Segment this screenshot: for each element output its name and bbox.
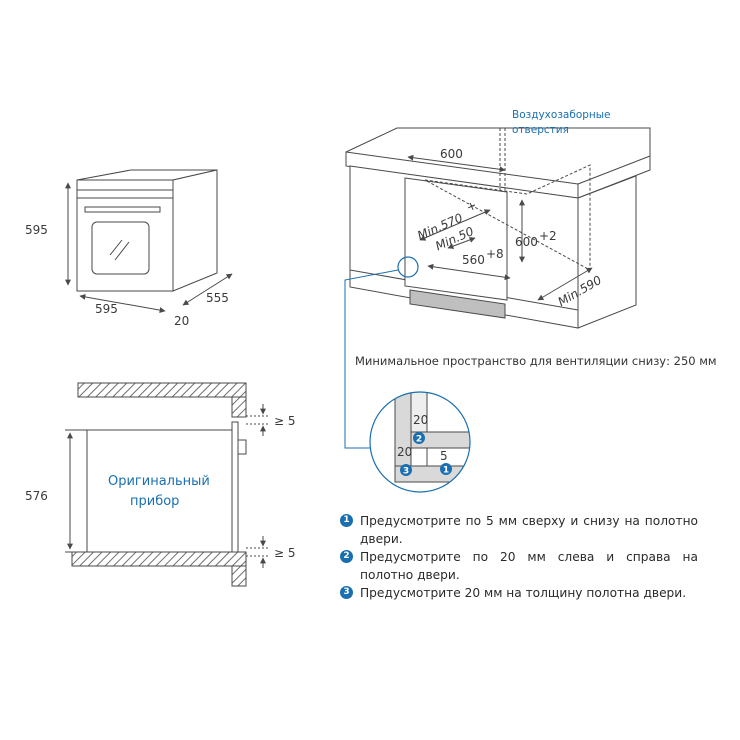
detail-badge-2 <box>413 432 425 444</box>
vent-slot <box>409 289 506 319</box>
appliance-label-line1: Оригинальный <box>108 474 210 489</box>
svg-text:3: 3 <box>403 467 409 477</box>
oven-3d-view <box>76 169 218 292</box>
top-block <box>231 396 247 418</box>
note-item-3: 3 Предусмотрите 20 мм на толщину полотна… <box>340 584 698 602</box>
oven-side <box>172 169 218 292</box>
note-text-2: Предусмотрите по 20 мм слева и справа на… <box>360 550 698 582</box>
air-intake-label-line1: Воздухозаборные <box>512 109 611 121</box>
cabinet-side <box>577 175 637 329</box>
cabinet-3d-view <box>345 127 651 329</box>
detail-20-top: 20 <box>413 413 428 427</box>
niche-back <box>424 164 591 271</box>
oven-dimensions <box>65 182 233 314</box>
gap-top-label: ≥ 5 <box>274 414 296 428</box>
note-item-2: 2 Предусмотрите по 20 мм слева и справа … <box>340 548 698 584</box>
svg-text:2: 2 <box>416 435 422 445</box>
oven-door-label: 20 <box>174 314 189 328</box>
ventilation-note: Минимальное пространство для вентиляции … <box>355 354 717 368</box>
side-dimensions <box>65 404 266 568</box>
detail-badge-1 <box>440 463 452 475</box>
bottom-block <box>231 565 247 587</box>
detail-5: 5 <box>440 449 448 463</box>
side-view <box>71 382 270 587</box>
note-text-3: Предусмотрите 20 мм на толщину полотна д… <box>360 586 687 600</box>
gap-bottom-label: ≥ 5 <box>274 546 296 560</box>
notes-list: 1 Предусмотрите по 5 мм сверху и снизу н… <box>340 512 698 602</box>
appliance-door <box>231 421 239 553</box>
oven-handle <box>84 206 161 213</box>
appliance-body <box>86 429 233 553</box>
detail-badge-3 <box>400 464 412 476</box>
oven-depth-label: 555 <box>206 291 229 305</box>
note-badge-3: 3 <box>340 586 353 599</box>
detail-leader-line <box>344 269 399 449</box>
note-text-1: Предусмотрите по 5 мм сверху и снизу на … <box>360 514 698 546</box>
appliance-handle <box>237 439 247 455</box>
oven-width-label: 595 <box>95 302 118 316</box>
note-item-1: 1 Предусмотрите по 5 мм сверху и снизу н… <box>340 512 698 548</box>
oven-window <box>91 221 150 275</box>
note-badge-2: 2 <box>340 550 353 563</box>
note-badge-1: 1 <box>340 514 353 527</box>
side-height-label: 576 <box>25 489 48 503</box>
inner-width-label: 560 <box>462 253 485 267</box>
bottom-shelf <box>71 551 247 567</box>
niche-height-sup: +2 <box>539 229 557 243</box>
detail-20-left: 20 <box>397 445 412 459</box>
oven-height-label: 595 <box>25 223 48 237</box>
inner-width-sup: +8 <box>486 247 504 261</box>
svg-text:1: 1 <box>443 466 449 476</box>
appliance-label-line2: прибор <box>130 494 179 509</box>
top-shelf <box>77 382 247 398</box>
air-intake-label-line2: отверстия <box>512 124 569 136</box>
detail-circle: 20 20 5 2 1 3 <box>369 391 471 493</box>
niche-dimensions <box>407 154 593 301</box>
detail-marker-small <box>397 256 419 278</box>
niche-width-label: 600 <box>440 147 463 161</box>
niche-height-label: 600 <box>515 235 538 249</box>
